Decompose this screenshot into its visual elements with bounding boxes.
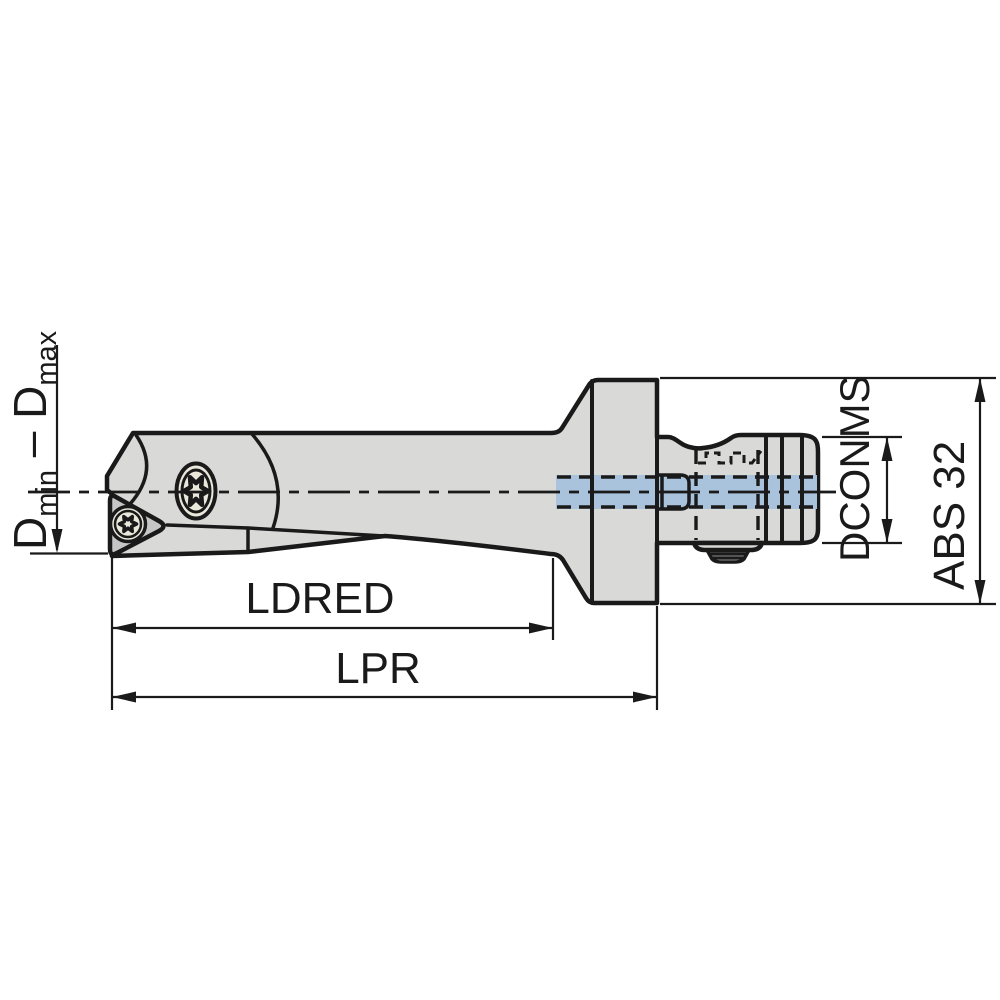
hidden-lines bbox=[557, 450, 817, 540]
label-d2: D bbox=[4, 386, 56, 419]
arrowhead-lpr-right bbox=[633, 691, 657, 703]
label-d2-subscript: max bbox=[31, 330, 63, 385]
label-lpr: LPR bbox=[335, 644, 421, 693]
label-range-dash: – bbox=[4, 419, 56, 470]
label-d1-subscript: min bbox=[31, 470, 63, 517]
label-abs-32: ABS 32 bbox=[925, 441, 974, 590]
dimension-arrowheads bbox=[51, 378, 986, 703]
thread-profile-hidden bbox=[698, 450, 763, 465]
arrowhead-d-down bbox=[51, 529, 63, 553]
arrowhead-ldred-left bbox=[112, 622, 136, 634]
arrowhead-ldred-right bbox=[529, 622, 553, 634]
arrowhead-dconms-up bbox=[881, 437, 893, 461]
arrowhead-dconms-down bbox=[881, 519, 893, 543]
arrowhead-abs-up bbox=[974, 378, 986, 402]
label-dconms: DCONMS bbox=[831, 375, 878, 562]
torx-socket-icon bbox=[117, 514, 139, 534]
arrowhead-lpr-left bbox=[112, 691, 136, 703]
nose-gash-curve bbox=[128, 433, 149, 506]
screw-inner-ring bbox=[113, 509, 143, 539]
label-diameter-range: Dmin – Dmax bbox=[4, 330, 63, 550]
dimension-lines bbox=[30, 345, 996, 710]
flute-helix-curve bbox=[250, 432, 280, 530]
label-d1: D bbox=[4, 517, 56, 550]
arrowhead-abs-down bbox=[974, 580, 986, 604]
label-ldred: LDRED bbox=[245, 574, 394, 623]
insert-screw-small bbox=[108, 504, 148, 544]
flute-lines bbox=[128, 432, 747, 560]
